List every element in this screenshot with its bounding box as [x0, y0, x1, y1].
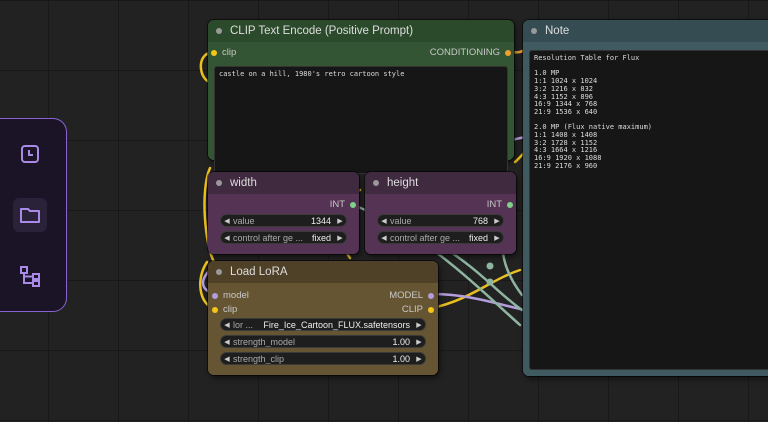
clip-input-socket[interactable] [212, 306, 218, 313]
sidebar [0, 118, 67, 312]
model-input-label: model [223, 290, 249, 301]
increment-arrow-icon[interactable]: ▶ [416, 338, 422, 346]
collapse-dot[interactable] [531, 28, 537, 34]
widget-label: value [390, 215, 412, 226]
prev-option-arrow-icon[interactable]: ◀ [224, 234, 230, 242]
conditioning-output-socket[interactable] [505, 49, 511, 56]
model-output-socket[interactable] [428, 292, 434, 299]
clip-output-socket[interactable] [428, 306, 434, 313]
node-title-bar[interactable]: Note [523, 20, 768, 42]
note-textarea[interactable]: Resolution Table for Flux 1.0 MP 1:1 102… [529, 50, 768, 370]
reroute-dot-2 [486, 278, 494, 286]
int-output-slot[interactable]: INT [487, 199, 513, 210]
model-input-slot[interactable]: model [212, 290, 249, 301]
node-library-icon [20, 266, 40, 287]
clip-output-label: CLIP [401, 304, 423, 315]
int-output-socket[interactable] [507, 201, 513, 208]
widget-value: Fire_Ice_Cartoon_FLUX.safetensors [263, 319, 410, 330]
prompt-textarea[interactable]: castle on a hill, 1980's retro cartoon s… [214, 66, 508, 174]
control-after-generate-widget[interactable]: ◀ control after ge ... fixed ▶ [377, 231, 504, 244]
width-node[interactable]: width INT ◀ value 1344 ▶ ◀ control after… [208, 172, 359, 254]
reroute-dot-1 [486, 262, 494, 270]
node-title: CLIP Text Encode (Positive Prompt) [230, 25, 414, 37]
int-output-label: INT [486, 199, 502, 210]
folder-icon [20, 208, 40, 223]
value-widget[interactable]: ◀ value 768 ▶ [377, 214, 504, 227]
next-option-arrow-icon[interactable]: ▶ [416, 321, 422, 329]
model-output-slot[interactable]: MODEL [389, 290, 434, 301]
history-icon [21, 145, 39, 163]
increment-arrow-icon[interactable]: ▶ [494, 217, 500, 225]
clip-input-socket[interactable] [211, 49, 217, 56]
value-widget[interactable]: ◀ value 1344 ▶ [220, 214, 347, 227]
prev-option-arrow-icon[interactable]: ◀ [381, 234, 387, 242]
node-body: clip CONDITIONING castle on a hill, 1980… [208, 42, 514, 174]
node-title: height [387, 177, 419, 189]
node-title-bar[interactable]: CLIP Text Encode (Positive Prompt) [208, 20, 514, 42]
widget-label: strength_clip [233, 353, 285, 364]
model-link-1 [430, 292, 527, 312]
decrement-arrow-icon[interactable]: ◀ [224, 217, 230, 225]
widget-value: fixed [311, 232, 331, 243]
strength-model-widget[interactable]: ◀ strength_model 1.00 ▶ [220, 335, 426, 348]
widget-label: value [233, 215, 255, 226]
widget-label: control after ge ... [233, 232, 304, 243]
history-button[interactable] [13, 137, 47, 171]
decrement-arrow-icon[interactable]: ◀ [224, 355, 230, 363]
collapse-dot[interactable] [216, 269, 222, 275]
widget-value: 1.00 [392, 353, 410, 364]
next-option-arrow-icon[interactable]: ▶ [494, 234, 500, 242]
node-title: Note [545, 25, 570, 37]
node-body: model clip MODEL CLIP ◀ lor ... Fire_Ice… [208, 283, 438, 375]
clip-output-slot[interactable]: CLIP [402, 304, 434, 315]
conditioning-output-slot[interactable]: CONDITIONING [430, 47, 511, 58]
collapse-dot[interactable] [216, 180, 222, 186]
clip-input-label: clip [222, 47, 237, 58]
int-output-socket[interactable] [350, 201, 356, 208]
decrement-arrow-icon[interactable]: ◀ [224, 338, 230, 346]
prev-option-arrow-icon[interactable]: ◀ [224, 321, 230, 329]
node-library-button[interactable] [13, 259, 47, 293]
clip-text-encode-node[interactable]: CLIP Text Encode (Positive Prompt) clip … [208, 20, 514, 174]
conditioning-output-label: CONDITIONING [429, 47, 500, 58]
height-node[interactable]: height INT ◀ value 768 ▶ ◀ control after… [365, 172, 516, 254]
clip-input-label: clip [223, 304, 238, 315]
widget-value: 768 [472, 215, 488, 226]
lora-clip-out-link [430, 268, 522, 310]
node-title: Load LoRA [230, 266, 288, 278]
collapse-dot[interactable] [373, 180, 379, 186]
note-node[interactable]: Note Resolution Table for Flux 1.0 MP 1:… [523, 20, 768, 376]
int-output-label: INT [329, 199, 345, 210]
node-title-bar[interactable]: height [365, 172, 516, 194]
control-after-generate-widget[interactable]: ◀ control after ge ... fixed ▶ [220, 231, 347, 244]
increment-arrow-icon[interactable]: ▶ [337, 217, 343, 225]
next-option-arrow-icon[interactable]: ▶ [337, 234, 343, 242]
load-lora-node[interactable]: Load LoRA model clip MODEL CLIP ◀ lor ..… [208, 261, 438, 375]
node-title-bar[interactable]: width [208, 172, 359, 194]
strength-clip-widget[interactable]: ◀ strength_clip 1.00 ▶ [220, 352, 426, 365]
node-body: INT ◀ value 768 ▶ ◀ control after ge ...… [365, 194, 516, 254]
clip-input-slot[interactable]: clip [211, 47, 236, 58]
decrement-arrow-icon[interactable]: ◀ [381, 217, 387, 225]
node-title: width [230, 177, 257, 189]
model-input-socket[interactable] [212, 292, 218, 299]
model-output-label: MODEL [389, 290, 423, 301]
int-output-slot[interactable]: INT [330, 199, 356, 210]
folder-button[interactable] [13, 198, 47, 232]
widget-label: strength_model [233, 336, 296, 347]
increment-arrow-icon[interactable]: ▶ [416, 355, 422, 363]
clip-input-slot[interactable]: clip [212, 304, 237, 315]
widget-label: control after ge ... [390, 232, 461, 243]
node-body: Resolution Table for Flux 1.0 MP 1:1 102… [523, 42, 768, 376]
widget-value: 1.00 [392, 336, 410, 347]
node-title-bar[interactable]: Load LoRA [208, 261, 438, 283]
int-link-3 [438, 243, 524, 312]
collapse-dot[interactable] [216, 28, 222, 34]
widget-value: 1344 [310, 215, 331, 226]
lora-name-widget[interactable]: ◀ lor ... Fire_Ice_Cartoon_FLUX.safetens… [220, 318, 426, 331]
node-body: INT ◀ value 1344 ▶ ◀ control after ge ..… [208, 194, 359, 254]
widget-value: fixed [468, 232, 488, 243]
widget-label: lor ... [233, 319, 254, 330]
